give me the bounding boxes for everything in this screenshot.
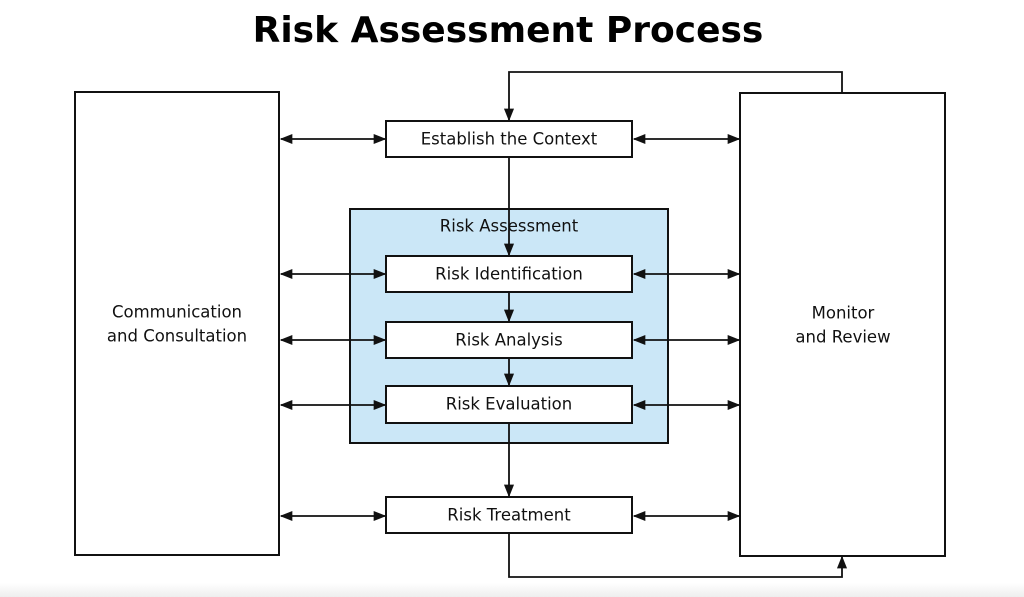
bottom-shadow bbox=[0, 583, 1024, 597]
step-risk-identification bbox=[385, 255, 633, 293]
diagram-title: Risk Assessment Process bbox=[253, 10, 764, 51]
step-risk-treatment-label: Risk Treatment bbox=[447, 506, 571, 525]
monitor-label-line1: Monitor bbox=[812, 304, 875, 323]
step-establish-context-label: Establish the Context bbox=[421, 130, 598, 149]
step-risk-analysis-label: Risk Analysis bbox=[455, 331, 562, 350]
monitor-review-box bbox=[739, 92, 946, 557]
step-risk-evaluation-label: Risk Evaluation bbox=[446, 395, 573, 414]
communication-label-line1: Communication bbox=[112, 303, 242, 322]
step-risk-identification-label: Risk Identification bbox=[435, 265, 583, 284]
step-risk-analysis bbox=[385, 321, 633, 359]
monitor-label-line2: and Review bbox=[795, 328, 890, 347]
step-establish-context bbox=[385, 120, 633, 158]
feedback-loop-top bbox=[503, 71, 843, 122]
step-risk-evaluation bbox=[385, 385, 633, 424]
step-risk-treatment bbox=[385, 496, 633, 534]
communication-consultation-box bbox=[74, 91, 280, 556]
connector-arrows bbox=[279, 133, 741, 522]
feedback-loop-bottom bbox=[508, 533, 848, 578]
communication-label-line2: and Consultation bbox=[107, 327, 247, 346]
